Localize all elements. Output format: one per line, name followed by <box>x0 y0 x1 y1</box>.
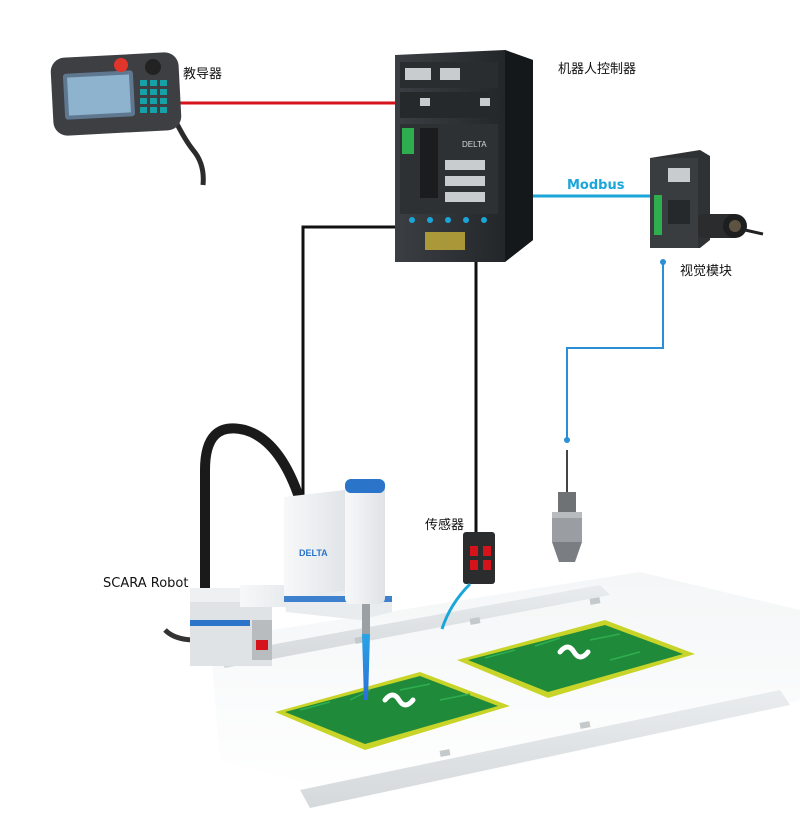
pcb-board-left <box>275 672 510 750</box>
robot-logo: DELTA <box>299 548 328 558</box>
camera-link-node-bottom <box>564 437 570 443</box>
emergency-stop-icon <box>114 58 128 72</box>
modbus-label: Modbus <box>567 178 625 193</box>
camera-link-node-top <box>660 259 666 265</box>
glue-nozzle <box>362 634 370 700</box>
sensor-label: 传感器 <box>425 518 465 533</box>
scara-robot: DELTA <box>163 423 392 700</box>
robot-controller-label: 机器人控制器 <box>558 62 637 77</box>
vision-module <box>650 150 764 248</box>
scara-robot-label: SCARA Robot <box>103 576 189 591</box>
robot-arm-2 <box>284 490 350 600</box>
controller-logo: DELTA <box>462 140 487 149</box>
sensor-device <box>440 532 495 630</box>
teach-pendant-label: 教导器 <box>183 67 223 82</box>
robot-arm-head <box>345 479 385 604</box>
pcb-board-right <box>457 620 695 698</box>
teach-pendant <box>50 52 206 186</box>
robot-controller: DELTA <box>395 50 533 262</box>
vision-camera <box>552 492 582 562</box>
robot-spindle <box>362 604 370 634</box>
vision-module-label: 视觉模块 <box>680 264 733 279</box>
robot-wiring-line <box>301 225 395 500</box>
camera-link-line <box>566 262 664 440</box>
